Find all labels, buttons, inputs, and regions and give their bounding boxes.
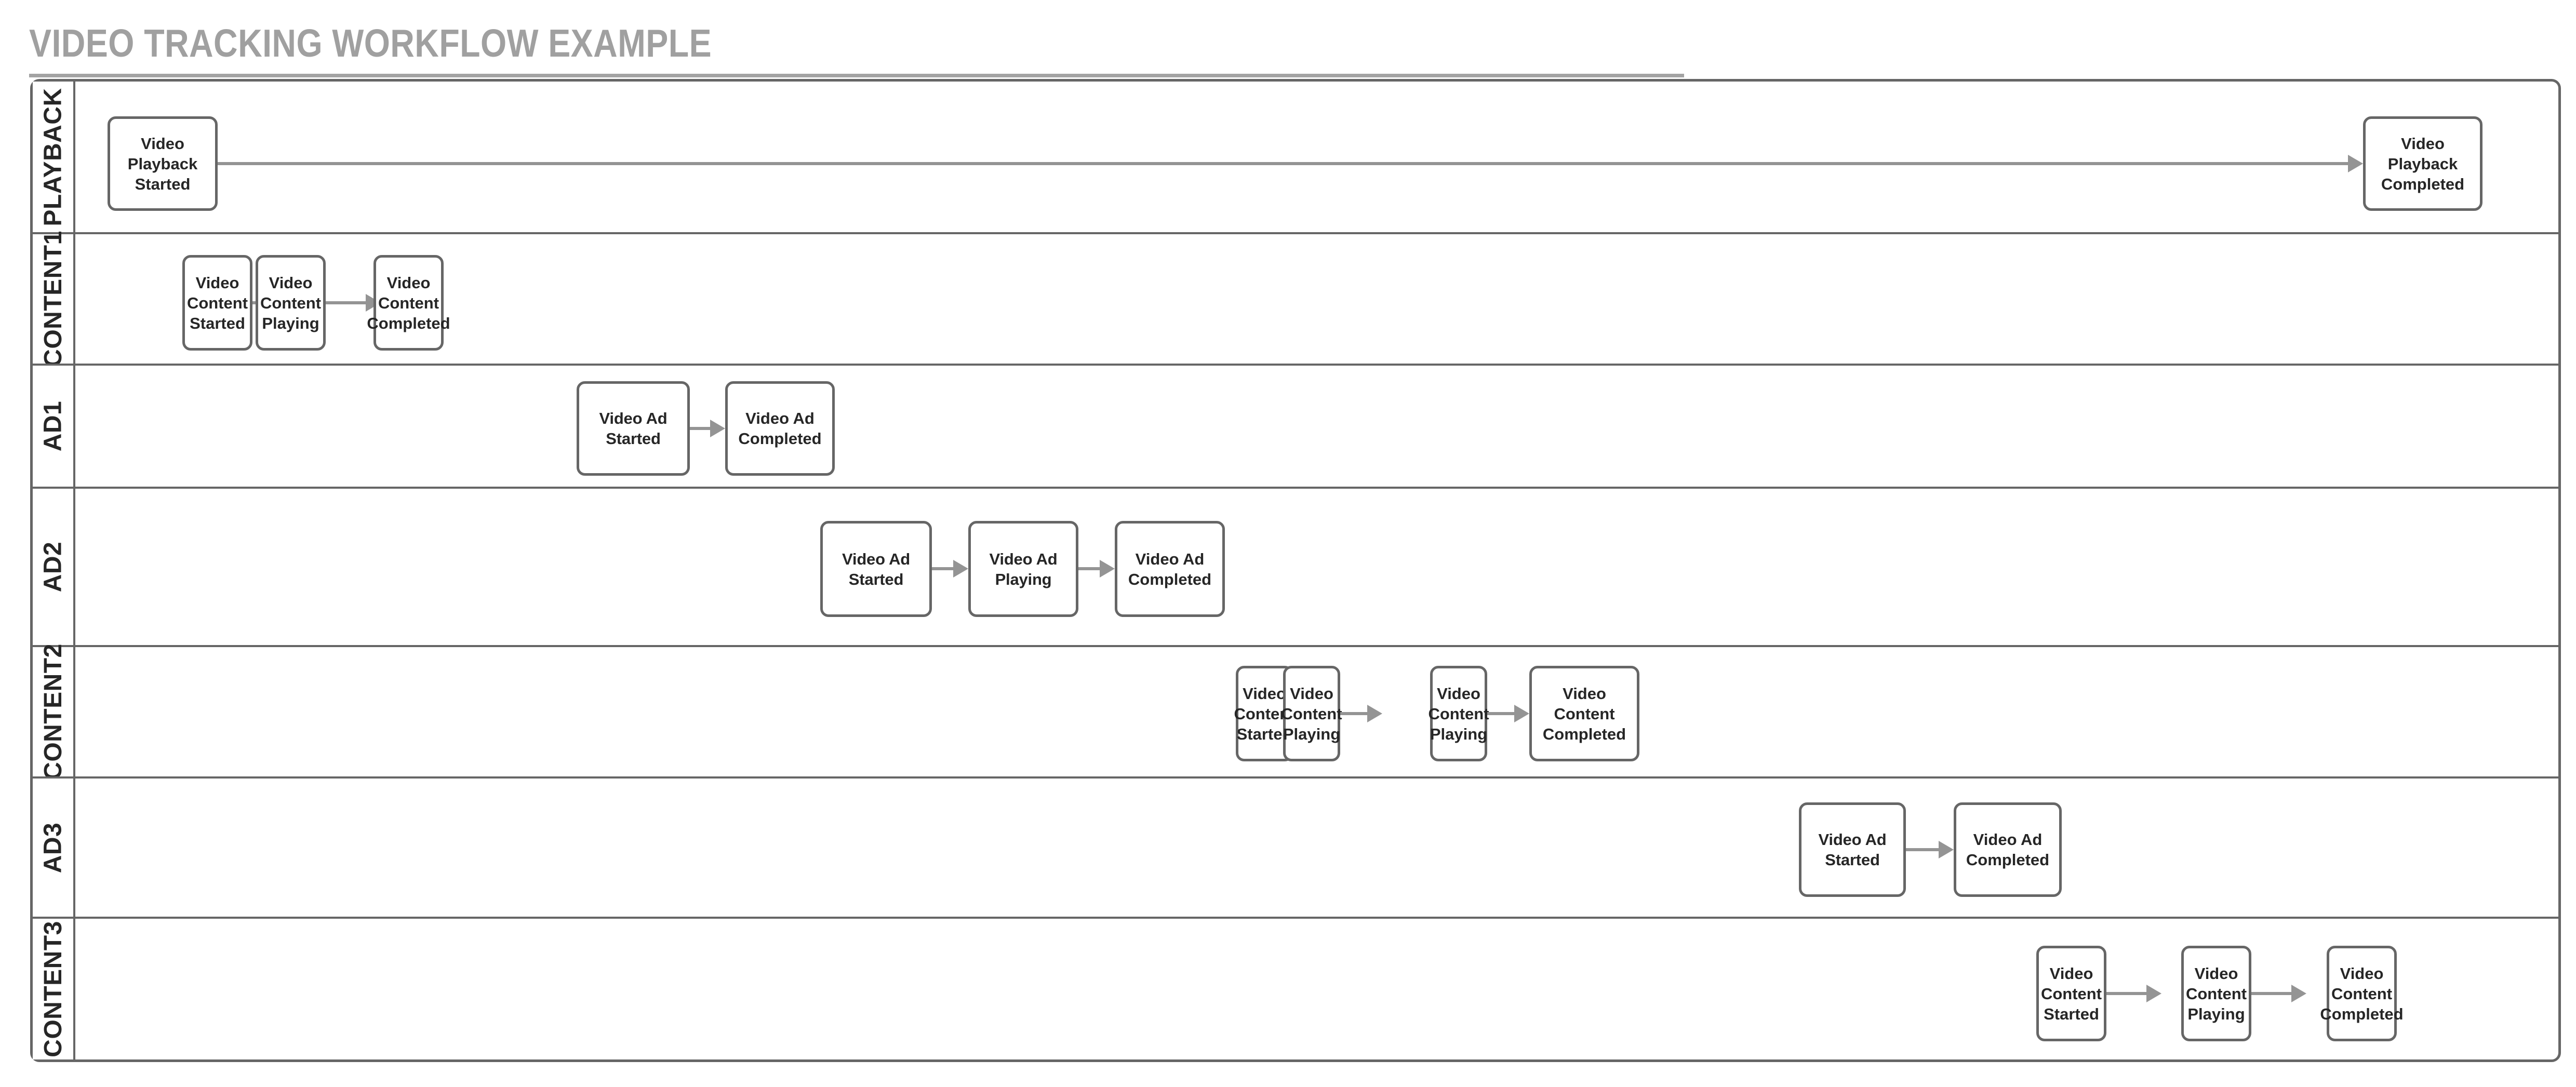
lane-label-playback: PLAYBACK xyxy=(39,87,67,226)
node-video-playback-completed[interactable]: Video Playback Completed xyxy=(2363,116,2482,211)
lane-body-content1: Video Content Started Video Content Play… xyxy=(75,234,2558,364)
lane-label-ad2: AD2 xyxy=(39,541,67,593)
lane-ad3: AD3 Video Ad Started Video Ad Completed xyxy=(33,776,2558,917)
lane-content3: CONTENT3 Video Content Started Video Con… xyxy=(33,917,2558,1059)
edge-arrowhead xyxy=(2348,155,2363,172)
node-c2-playing-1[interactable]: Video Content Playing xyxy=(1281,666,1342,761)
node-a3-completed[interactable]: Video Ad Completed xyxy=(1954,802,2062,897)
edge-arrowhead xyxy=(2146,985,2161,1002)
edge-arrowhead xyxy=(710,420,725,437)
title-divider xyxy=(29,74,1684,77)
node-label: Video Ad Started xyxy=(842,549,911,588)
lane-content1: CONTENT1 Video Content Started Video Con… xyxy=(33,231,2558,367)
edge-line xyxy=(1340,712,1367,715)
lane-header-content2: CONTENT2 xyxy=(33,643,75,780)
node-c3-started[interactable]: Video Content Started xyxy=(2036,946,2106,1041)
node-label: Video Playback Completed xyxy=(2381,134,2465,193)
edge-arrowhead xyxy=(953,560,968,578)
edge-line xyxy=(2106,992,2146,995)
node-a1-completed[interactable]: Video Ad Completed xyxy=(725,381,835,476)
edge-arrowhead xyxy=(1939,841,1954,858)
node-label: Video Content Started xyxy=(2040,964,2102,1023)
node-c3-completed[interactable]: Video Content Completed xyxy=(2320,946,2404,1041)
title-block: VIDEO TRACKING WORKFLOW EXAMPLE xyxy=(29,21,1691,78)
node-label: Video Content Completed xyxy=(1542,684,1626,743)
lane-body-ad3: Video Ad Started Video Ad Completed xyxy=(75,779,2558,917)
node-label: Video Content Playing xyxy=(1428,684,1489,743)
lane-header-ad2: AD2 xyxy=(33,489,75,645)
node-label: Video Ad Completed xyxy=(738,409,822,448)
node-label: Video Content Playing xyxy=(260,273,322,332)
lane-label-ad1: AD1 xyxy=(39,400,67,452)
edge-line xyxy=(932,567,953,570)
edge-arrowhead xyxy=(1514,705,1529,722)
swimlane-pool: PLAYBACK Video Playback Started Video Pl… xyxy=(30,79,2561,1062)
edge-line xyxy=(1487,712,1514,715)
node-label: Video Content Completed xyxy=(2320,964,2404,1023)
lane-playback: PLAYBACK Video Playback Started Video Pl… xyxy=(33,82,2558,232)
node-a3-started[interactable]: Video Ad Started xyxy=(1799,802,1906,897)
edge-line xyxy=(326,301,366,304)
lane-header-ad3: AD3 xyxy=(33,779,75,917)
node-a2-playing[interactable]: Video Ad Playing xyxy=(968,521,1078,617)
node-c3-playing[interactable]: Video Content Playing xyxy=(2181,946,2251,1041)
edge-line xyxy=(2251,992,2291,995)
node-label: Video Ad Started xyxy=(599,409,668,448)
lane-body-content2: Video Content Started Video Content Play… xyxy=(75,647,2558,776)
lane-body-content3: Video Content Started Video Content Play… xyxy=(75,919,2558,1059)
page-title: VIDEO TRACKING WORKFLOW EXAMPLE xyxy=(29,21,712,65)
lane-label-content3: CONTENT3 xyxy=(39,921,67,1057)
node-a2-completed[interactable]: Video Ad Completed xyxy=(1115,521,1225,617)
lane-content2: CONTENT2 Video Content Started Video Con… xyxy=(33,643,2558,780)
lane-header-playback: PLAYBACK xyxy=(33,82,75,232)
edge-line xyxy=(1906,848,1939,851)
lane-body-ad1: Video Ad Started Video Ad Completed xyxy=(75,366,2558,487)
node-c1-playing[interactable]: Video Content Playing xyxy=(256,255,326,351)
edge-line xyxy=(690,427,710,430)
node-a2-started[interactable]: Video Ad Started xyxy=(820,521,932,617)
node-label: Video Ad Started xyxy=(1818,830,1887,869)
lane-ad2: AD2 Video Ad Started Video Ad Playing xyxy=(33,487,2558,645)
edge-line xyxy=(218,162,2348,165)
lane-header-content1: CONTENT1 xyxy=(33,231,75,367)
lane-label-content1: CONTENT1 xyxy=(39,231,67,367)
lane-label-ad3: AD3 xyxy=(39,822,67,873)
node-label: Video Content Playing xyxy=(2185,964,2247,1023)
edge-arrowhead xyxy=(2291,985,2306,1002)
lane-header-content3: CONTENT3 xyxy=(33,919,75,1059)
node-label: Video Ad Completed xyxy=(1128,549,1212,588)
node-label: Video Playback Started xyxy=(127,134,198,193)
node-c1-started[interactable]: Video Content Started xyxy=(182,255,252,351)
lane-ad1: AD1 Video Ad Started Video Ad Completed xyxy=(33,364,2558,487)
lane-body-ad2: Video Ad Started Video Ad Playing Video … xyxy=(75,489,2558,645)
node-a1-started[interactable]: Video Ad Started xyxy=(577,381,690,476)
edge-arrowhead xyxy=(1367,705,1382,722)
node-video-playback-started[interactable]: Video Playback Started xyxy=(108,116,218,211)
node-label: Video Ad Playing xyxy=(989,549,1058,588)
node-c1-completed[interactable]: Video Content Completed xyxy=(367,255,450,351)
node-c2-playing-2[interactable]: Video Content Playing xyxy=(1428,666,1489,761)
node-label: Video Content Started xyxy=(186,273,248,332)
node-label: Video Ad Completed xyxy=(1966,830,2050,869)
edge-line xyxy=(1078,567,1100,570)
node-label: Video Content Playing xyxy=(1281,684,1342,743)
edge-arrowhead xyxy=(1100,560,1115,578)
lane-label-content2: CONTENT2 xyxy=(39,643,67,780)
lane-header-ad1: AD1 xyxy=(33,366,75,487)
node-c2-completed[interactable]: Video Content Completed xyxy=(1529,666,1639,761)
node-label: Video Content Completed xyxy=(367,273,450,332)
lane-body-playback: Video Playback Started Video Playback Co… xyxy=(75,82,2558,232)
